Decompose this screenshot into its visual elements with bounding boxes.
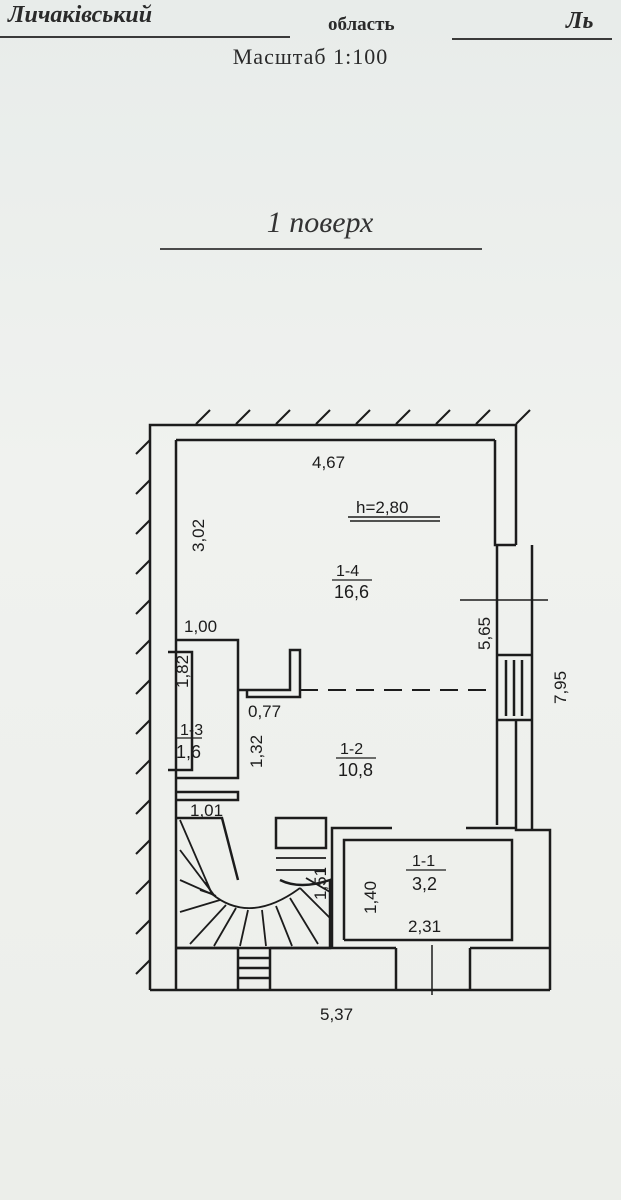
- dim-total-height: 7,95: [551, 671, 570, 704]
- room-1-2-number: 1-2: [340, 741, 363, 758]
- dim-top-width: 4,67: [312, 453, 345, 472]
- region-name-fragment: Ль: [566, 8, 594, 34]
- dim-room11-height: 1,40: [361, 881, 380, 914]
- stair-walls: [176, 790, 332, 950]
- outer-walls: [148, 423, 552, 992]
- room-1-1-number: 1-1: [412, 853, 435, 870]
- left-hatching: [135, 439, 151, 975]
- dim-ledge: 1,00: [184, 617, 217, 636]
- spiral-stair-treads: [179, 819, 331, 947]
- room-1-1-walls: [330, 826, 516, 948]
- room-1-4-number: 1-4: [336, 563, 359, 580]
- closet-walls: [168, 638, 302, 780]
- dim-right-upper: 5,65: [475, 617, 494, 650]
- room-1-3-number: 1-3: [180, 722, 203, 739]
- scale-label: Масштаб 1:100: [232, 44, 389, 69]
- dim-total-width: 5,37: [320, 1005, 353, 1024]
- floor-title-underline: [160, 248, 482, 250]
- dim-stair-width: 1,51: [311, 867, 330, 900]
- room-1-2-area: 10,8: [338, 760, 373, 780]
- region-label: область: [328, 14, 395, 35]
- dim-stair-top: 1,01: [190, 801, 223, 820]
- dim-left-upper: 3,02: [189, 519, 208, 552]
- region-underline: [452, 38, 612, 40]
- district-underline: [0, 36, 290, 38]
- dim-closet-side: 1,32: [247, 735, 266, 768]
- room-1-3-area: 1,6: [176, 742, 201, 762]
- dim-room11-width: 2,31: [408, 917, 441, 936]
- floor-title: 1 поверх: [266, 206, 374, 239]
- height-label: h=2,80: [356, 498, 408, 517]
- top-hatching: [195, 409, 531, 425]
- room-1-1-area: 3,2: [412, 874, 437, 894]
- dim-partition: 0,77: [248, 702, 281, 721]
- dim-closet-height: 1,82: [173, 655, 192, 688]
- room-1-4-area: 16,6: [334, 582, 369, 602]
- district-name: Личаківський: [8, 2, 153, 28]
